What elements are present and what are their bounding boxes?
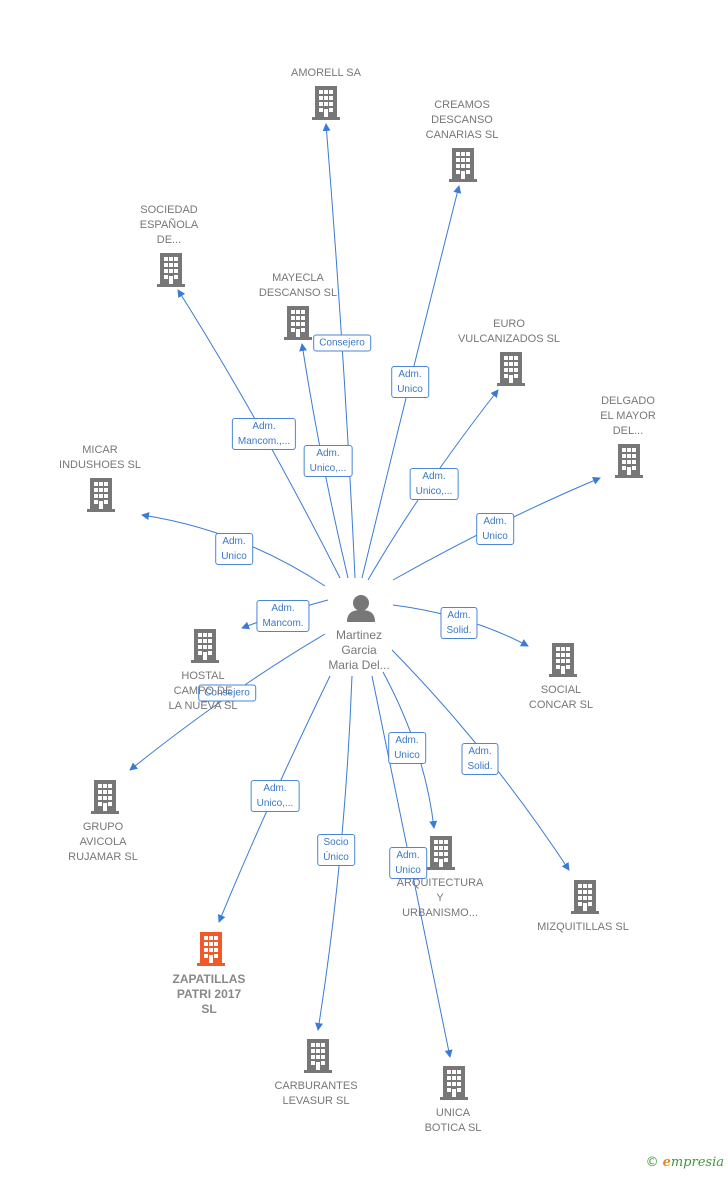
edge-amorell [322,123,356,579]
company-label-carburantes[interactable]: CARBURANTES LEVASUR SL [274,1080,358,1107]
building-icon-micar[interactable] [87,478,115,512]
brand-initial: e [662,1155,671,1170]
footer-brand: ©empresia [646,1155,724,1170]
center-person-label[interactable]: Martinez Garcia Maria Del... [328,628,390,672]
edge-label-sociedad[interactable]: Adm. Mancom.,... [231,418,297,450]
company-label-social[interactable]: SOCIAL CONCAR SL [528,684,594,711]
edge-label-unica[interactable]: Adm. Unico [389,847,427,879]
building-icon-unica[interactable] [440,1066,468,1100]
company-label-euro[interactable]: EURO VULCANIZADOS SL [457,318,561,345]
edge-label-micar[interactable]: Adm. Unico [215,533,253,565]
edge-label-mayecla[interactable]: Adm. Unico,... [303,445,353,477]
edge-label-grupo[interactable]: Consejero [198,684,256,702]
company-label-sociedad[interactable]: SOCIEDAD ESPAÑOLA DE... [139,204,199,246]
edge-label-hostal[interactable]: Adm. Mancom. [256,600,310,632]
edge-label-arquitectura[interactable]: Adm. Unico [388,732,426,764]
company-label-amorell[interactable]: AMORELL SA [291,67,361,79]
company-label-grupo[interactable]: GRUPO AVICOLA RUJAMAR SL [68,821,138,863]
company-label-hostal[interactable]: HOSTAL CAMPO DE LA NUEVA SL [168,670,238,712]
building-icon-creamos[interactable] [449,148,477,182]
building-icon-mizquitillas[interactable] [571,880,599,914]
edge-label-creamos[interactable]: Adm. Unico [391,366,429,398]
building-icon-social[interactable] [549,643,577,677]
edge-label-mizquitillas[interactable]: Adm. Solid. [461,743,499,775]
brand-name: mpresia [670,1155,724,1170]
copyright-icon: © [645,1155,659,1170]
company-label-micar[interactable]: MICAR INDUSHOES SL [59,444,141,471]
edge-label-delgado[interactable]: Adm. Unico [476,513,514,545]
building-icon-sociedad[interactable] [157,253,185,287]
building-icon-zapatillas[interactable] [197,932,225,966]
edge-label-carburantes[interactable]: Socio Único [317,834,355,866]
edge-label-zapatillas[interactable]: Adm. Unico,... [250,780,300,812]
building-icon-hostal[interactable] [191,629,219,663]
company-label-mizquitillas[interactable]: MIZQUITILLAS SL [537,921,629,933]
building-icon-carburantes[interactable] [304,1039,332,1073]
building-icon-grupo[interactable] [91,780,119,814]
company-label-mayecla[interactable]: MAYECLA DESCANSO SL [258,272,338,299]
company-label-unica[interactable]: UNICA BOTICA SL [424,1107,482,1134]
company-label-creamos[interactable]: CREAMOS DESCANSO CANARIAS SL [425,99,499,141]
person-icon[interactable] [347,595,375,622]
building-icon-mayecla[interactable] [284,306,312,340]
building-icon-amorell[interactable] [312,86,340,120]
building-icon-arquitectura[interactable] [427,836,455,870]
company-label-zapatillas[interactable]: ZAPATILLAS PATRI 2017 SL [172,972,246,1016]
edge-label-euro[interactable]: Adm. Unico,... [409,468,459,500]
building-icon-euro[interactable] [497,352,525,386]
company-label-arquitectura[interactable]: ARQUITECTURA Y URBANISMO... [396,877,484,919]
edge-label-social[interactable]: Adm. Solid. [440,607,478,639]
edge-label-amorell[interactable]: Consejero [313,334,371,352]
building-icon-delgado[interactable] [615,444,643,478]
company-label-delgado[interactable]: DELGADO EL MAYOR DEL... [600,395,656,437]
